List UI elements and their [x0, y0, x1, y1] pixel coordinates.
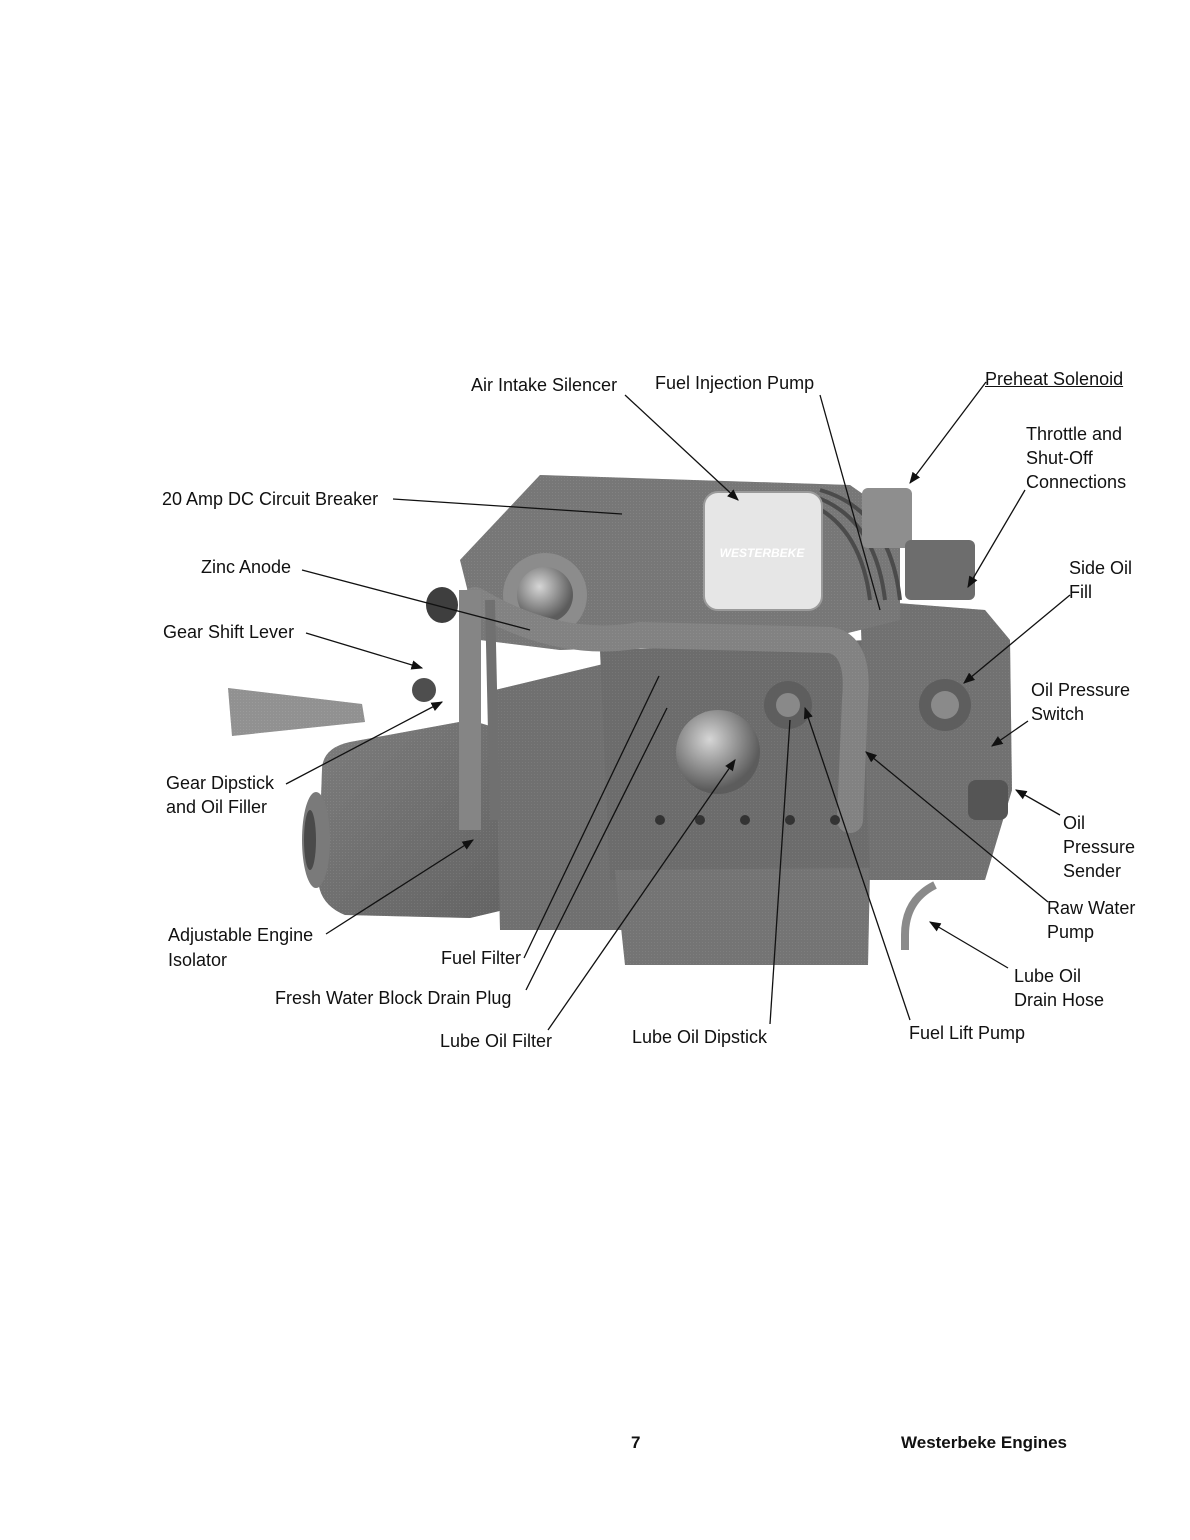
label-raw-water-pump-line-1: Raw Water	[1047, 898, 1136, 918]
label-gear-dipstick-line-2: and Oil Filler	[166, 797, 268, 817]
label-throttle-line-1: Throttle and	[1026, 424, 1123, 444]
leader-fuel-injection-pump	[819, 394, 881, 611]
leader-gear-shift-lever	[305, 632, 424, 670]
label-oil-pressure-sender-line-2: Pressure	[1063, 837, 1136, 857]
label-fresh-water-drain-plug: Fresh Water Block Drain Plug	[275, 988, 512, 1008]
label-fuel-lift-pump: Fuel Lift Pump	[909, 1023, 1026, 1043]
label-preheat-solenoid: Preheat Solenoid	[985, 369, 1124, 389]
leader-throttle-connections	[967, 489, 1026, 589]
label-zinc-anode: Zinc Anode	[201, 557, 292, 577]
label-fuel-filter: Fuel Filter	[441, 948, 522, 968]
label-side-oil-line-1: Side Oil	[1069, 558, 1133, 578]
leader-oil-pressure-sender	[1014, 789, 1061, 816]
label-side-oil-line-2: Fill	[1069, 582, 1092, 602]
label-oil-pressure-sender-line-3: Sender	[1063, 861, 1122, 881]
leader-lube-oil-drain-hose	[928, 921, 1009, 969]
label-air-intake-silencer: Air Intake Silencer	[471, 375, 618, 395]
label-oil-pressure-sender-line-1: Oil	[1063, 813, 1085, 833]
label-lube-oil-drain-line-1: Lube Oil	[1014, 966, 1082, 986]
label-throttle-line-2: Shut-Off	[1026, 448, 1093, 468]
label-fuel-injection-pump: Fuel Injection Pump	[655, 373, 815, 393]
leader-oil-pressure-switch	[991, 720, 1029, 747]
leader-side-oil-fill	[963, 594, 1071, 684]
badge-text: WESTERBEKE	[720, 546, 806, 560]
leader-fresh-water-drain-plug	[525, 707, 668, 991]
leader-zinc-anode	[301, 569, 531, 631]
footer-brand: Westerbeke Engines	[901, 1433, 1067, 1452]
label-lube-oil-drain-line-2: Drain Hose	[1014, 990, 1105, 1010]
label-lube-oil-filter: Lube Oil Filter	[440, 1031, 553, 1051]
leader-lines	[285, 381, 1071, 1031]
label-lube-oil-dipstick: Lube Oil Dipstick	[632, 1027, 768, 1047]
leader-lube-oil-filter	[547, 759, 736, 1031]
label-raw-water-pump-line-2: Pump	[1047, 922, 1095, 942]
leader-engine-isolator	[325, 839, 474, 935]
page-number: 7	[631, 1433, 641, 1452]
engine-illustration: WESTERBEKE	[228, 475, 1012, 965]
label-oil-pressure-switch-line-1: Oil Pressure	[1031, 680, 1131, 700]
label-gear-dipstick-line-1: Gear Dipstick	[166, 773, 275, 793]
leader-circuit-breaker	[392, 498, 623, 515]
leader-fuel-filter	[523, 675, 660, 959]
leader-fuel-lift-pump	[803, 706, 911, 1021]
label-engine-isolator-line-1: Adjustable Engine	[168, 925, 314, 945]
label-circuit-breaker: 20 Amp DC Circuit Breaker	[162, 489, 379, 509]
label-gear-shift-lever: Gear Shift Lever	[163, 622, 295, 642]
label-engine-isolator-line-2: Isolator	[168, 950, 228, 970]
leader-raw-water-pump	[865, 751, 1049, 903]
label-oil-pressure-switch-line-2: Switch	[1031, 704, 1085, 724]
leader-air-intake-silencer	[624, 394, 739, 501]
leader-gear-dipstick	[285, 701, 444, 785]
leader-preheat-solenoid	[909, 381, 987, 484]
label-throttle-line-3: Connections	[1026, 472, 1127, 492]
leader-lube-oil-dipstick	[769, 719, 791, 1025]
